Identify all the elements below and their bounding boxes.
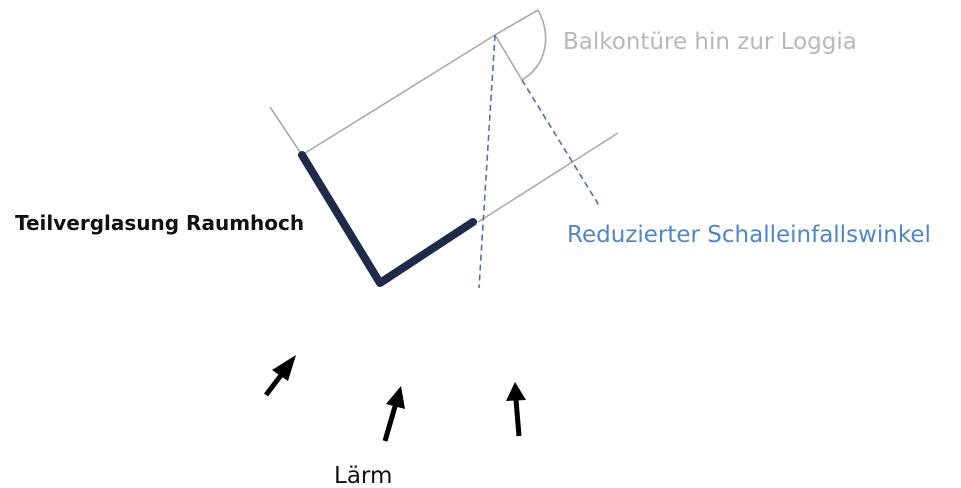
glazing-corner xyxy=(298,151,477,287)
noise-arrows xyxy=(264,355,526,442)
left-wall-extension xyxy=(269,106,303,156)
right-side-wall xyxy=(477,132,619,223)
angle-line-left xyxy=(478,34,496,289)
reduced-angle-label: Reduzierter Schalleinfallswinkel xyxy=(567,222,931,248)
partial-glazing-label: Teilverglasung Raumhoch xyxy=(15,211,304,235)
balcony-door-label: Balkontüre hin zur Loggia xyxy=(563,29,857,55)
left-side-wall xyxy=(301,34,496,156)
sound-angle-lines xyxy=(478,34,601,289)
noise-arrow-left xyxy=(264,355,296,397)
noise-arrow-right xyxy=(506,382,526,437)
balcony-door-leaf xyxy=(494,34,523,81)
door-swing-arc xyxy=(521,9,547,81)
noise-label: Lärm xyxy=(334,463,392,488)
partial-glazing xyxy=(298,151,477,287)
loggia-outline xyxy=(269,9,619,223)
back-wall xyxy=(494,9,539,36)
noise-arrow-middle xyxy=(382,386,405,442)
angle-line-right xyxy=(521,79,601,208)
